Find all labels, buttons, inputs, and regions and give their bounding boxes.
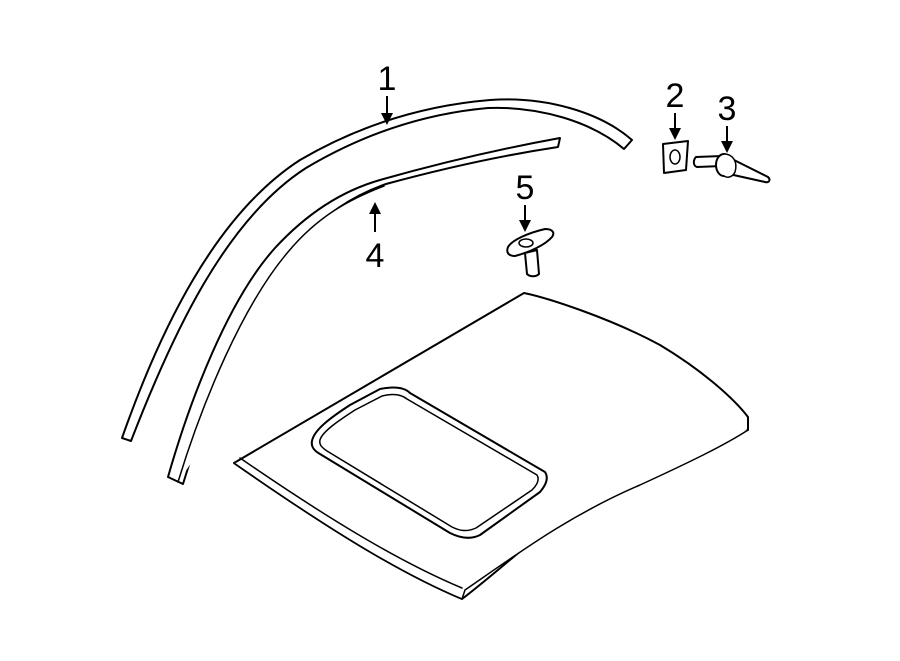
- leader-1-arrowhead: [381, 113, 393, 125]
- callout-5: 5: [516, 169, 535, 207]
- part-2-hole: [669, 149, 681, 165]
- roof-panel-lower-edge: [239, 457, 463, 589]
- sunroof-opening-inner: [319, 393, 539, 532]
- leader-2-arrowhead: [669, 128, 681, 140]
- leader-5-arrowhead: [519, 220, 531, 232]
- callout-1: 1: [378, 60, 397, 98]
- callout-3: 3: [718, 90, 737, 128]
- part-4-inner-edge: [177, 185, 385, 483]
- callout-2: 2: [666, 77, 685, 115]
- part-3-fastener[interactable]: [692, 153, 771, 184]
- part-5-retainer[interactable]: [506, 228, 555, 278]
- leader-3-arrowhead: [721, 141, 733, 153]
- callout-4: 4: [366, 237, 385, 275]
- leader-4-arrowhead: [369, 202, 381, 214]
- part-1-roof-molding[interactable]: [121, 98, 633, 442]
